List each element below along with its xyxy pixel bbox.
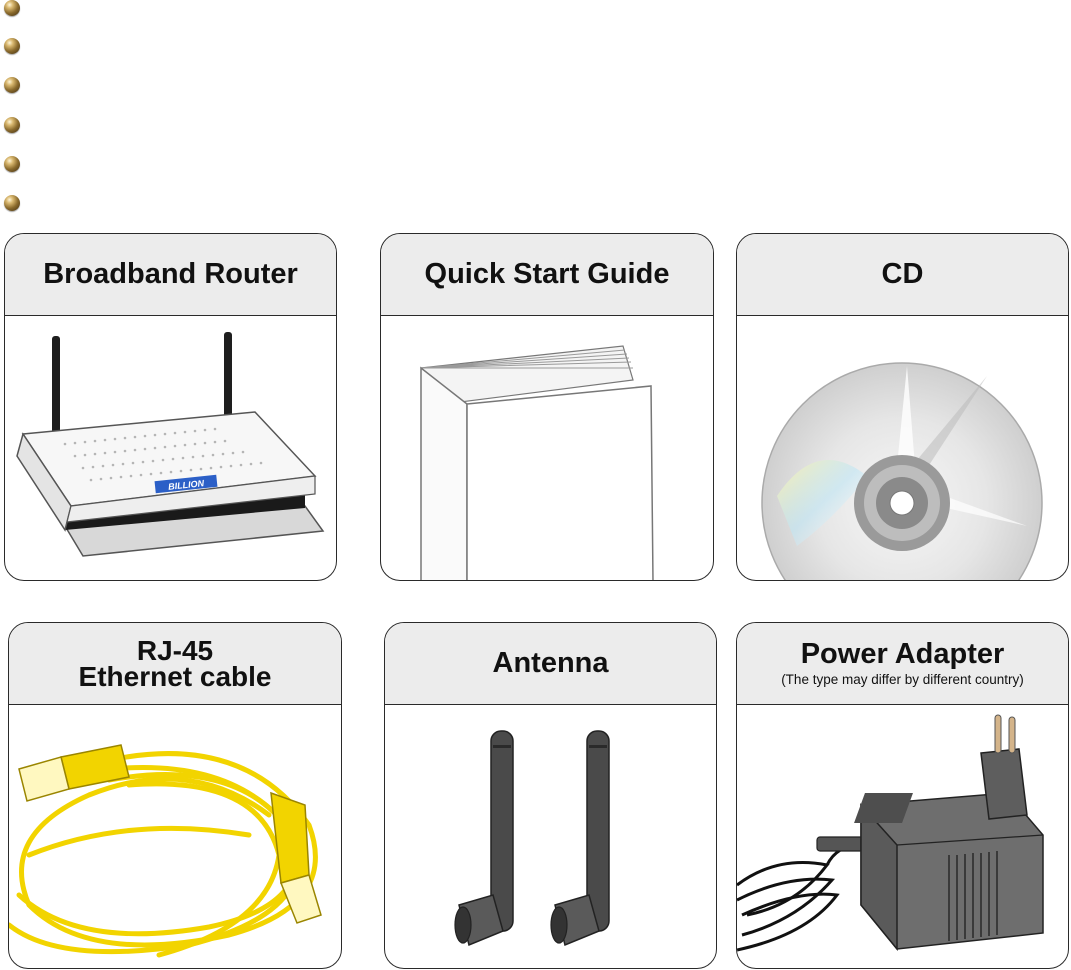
card-power-adapter: Power Adapter (The type may differ by di…	[736, 622, 1069, 969]
ethernet-cable-image	[9, 705, 342, 969]
card-title: Antenna	[493, 649, 609, 678]
card-title: CD	[882, 260, 924, 289]
card-body	[381, 316, 713, 580]
antenna-image	[385, 705, 717, 969]
bullet-icon	[4, 156, 20, 172]
card-body	[9, 705, 341, 968]
card-header: Antenna	[385, 623, 716, 705]
card-title: Power Adapter	[801, 640, 1005, 669]
cd-image	[737, 316, 1069, 581]
card-quick-start-guide: Quick Start Guide	[380, 233, 714, 581]
antenna-left	[455, 731, 513, 945]
bullet-icon	[4, 0, 20, 16]
antenna-right	[551, 731, 609, 945]
booklet-image	[381, 316, 714, 581]
card-body: BILLION	[5, 316, 336, 580]
rj45-connector-left	[19, 745, 129, 801]
card-broadband-router: Broadband Router BILLION	[4, 233, 337, 581]
bullet-icon	[4, 38, 20, 54]
card-title-line-2: Ethernet cable	[79, 664, 272, 690]
card-header: Broadband Router	[5, 234, 336, 316]
bullet-icon	[4, 77, 20, 93]
card-cd: CD	[736, 233, 1069, 581]
card-title: Quick Start Guide	[425, 260, 670, 289]
card-body	[385, 705, 716, 968]
card-header: CD	[737, 234, 1068, 316]
card-header: Power Adapter (The type may differ by di…	[737, 623, 1068, 705]
power-adapter-image	[737, 705, 1069, 969]
card-antenna: Antenna	[384, 622, 717, 969]
card-title: Broadband Router	[43, 260, 298, 289]
card-body	[737, 316, 1068, 580]
card-header: RJ-45 Ethernet cable	[9, 623, 341, 705]
card-header: Quick Start Guide	[381, 234, 713, 316]
bullet-icon	[4, 195, 20, 211]
card-subtitle: (The type may differ by different countr…	[781, 672, 1024, 687]
bullet-icon	[4, 117, 20, 133]
router-image: BILLION	[5, 316, 337, 581]
card-body	[737, 705, 1068, 968]
card-title-line-1: RJ-45	[137, 638, 213, 664]
card-ethernet-cable: RJ-45 Ethernet cable	[8, 622, 342, 969]
